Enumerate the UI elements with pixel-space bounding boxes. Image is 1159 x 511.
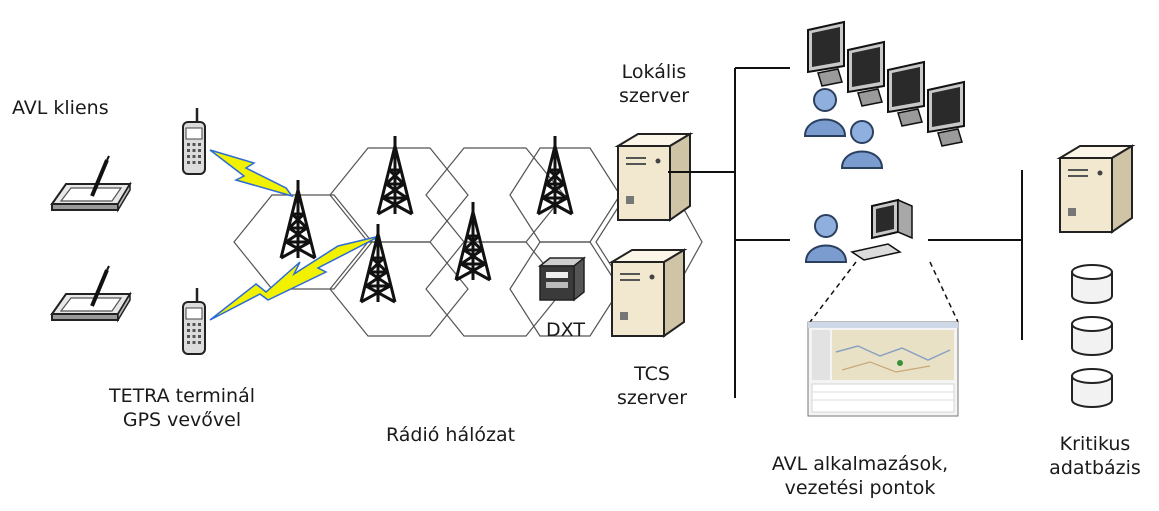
- tetra-terminal-label: TETRA terminál GPS vevővel: [92, 384, 272, 432]
- monitor-icon: [887, 61, 925, 127]
- radio-tower-icon: [454, 200, 492, 282]
- local-server-label: Lokális szerver: [606, 60, 702, 108]
- radio-link-icon: [209, 149, 381, 321]
- tcs-server-label-line2: szerver: [616, 387, 688, 409]
- monitor-icon: [807, 21, 845, 87]
- tetra-terminal-label-line1: TETRA terminál: [108, 385, 256, 407]
- avl-applications-label-line1: AVL alkalmazások,: [771, 453, 949, 475]
- tcs-server-label: TCS szerver: [604, 362, 700, 410]
- avl-applications-label-line2: vezetési pontok: [784, 477, 936, 499]
- radio-tower-icon: [359, 222, 397, 304]
- monitor-icon: [927, 81, 965, 147]
- critical-database-label-line2: adatbázis: [1049, 457, 1141, 479]
- database-icon: [1071, 264, 1113, 304]
- user-icon: [841, 120, 883, 169]
- critical-server-icon: [1059, 145, 1133, 233]
- hex-cell: [329, 241, 469, 337]
- tcs-server-label-line1: TCS: [634, 363, 670, 385]
- tcs-server-icon: [611, 249, 685, 337]
- local-server-label-line1: Lokális: [621, 61, 687, 83]
- user-icon: [805, 214, 847, 263]
- tablet-stylus-icon: [50, 154, 132, 212]
- dxt-switch-icon: [539, 257, 585, 301]
- monitor-icon: [847, 41, 885, 107]
- database-icon: [1071, 368, 1113, 408]
- local-server-icon: [617, 133, 691, 221]
- tetra-terminal-label-line2: GPS vevővel: [122, 409, 242, 431]
- critical-database-label: Kritikus adatbázis: [1040, 432, 1150, 480]
- mobile-phone-icon: [181, 286, 207, 356]
- user-icon: [804, 88, 846, 137]
- tablet-stylus-icon: [50, 264, 132, 322]
- callout-dashed-lines: [809, 261, 959, 323]
- avl-application-screenshot: [807, 321, 959, 417]
- workstation-icon: [850, 198, 913, 261]
- avl-client-label: AVL kliens: [12, 97, 109, 119]
- radio-network-label: Rádió hálózat: [386, 424, 516, 446]
- critical-database-label-line1: Kritikus: [1059, 433, 1131, 455]
- avl-applications-label: AVL alkalmazások, vezetési pontok: [742, 452, 978, 500]
- dxt-label: DXT: [546, 319, 585, 341]
- local-server-label-line2: szerver: [618, 85, 690, 107]
- mobile-phone-icon: [181, 106, 207, 176]
- connection-lines: [668, 67, 1023, 398]
- database-icon: [1071, 316, 1113, 356]
